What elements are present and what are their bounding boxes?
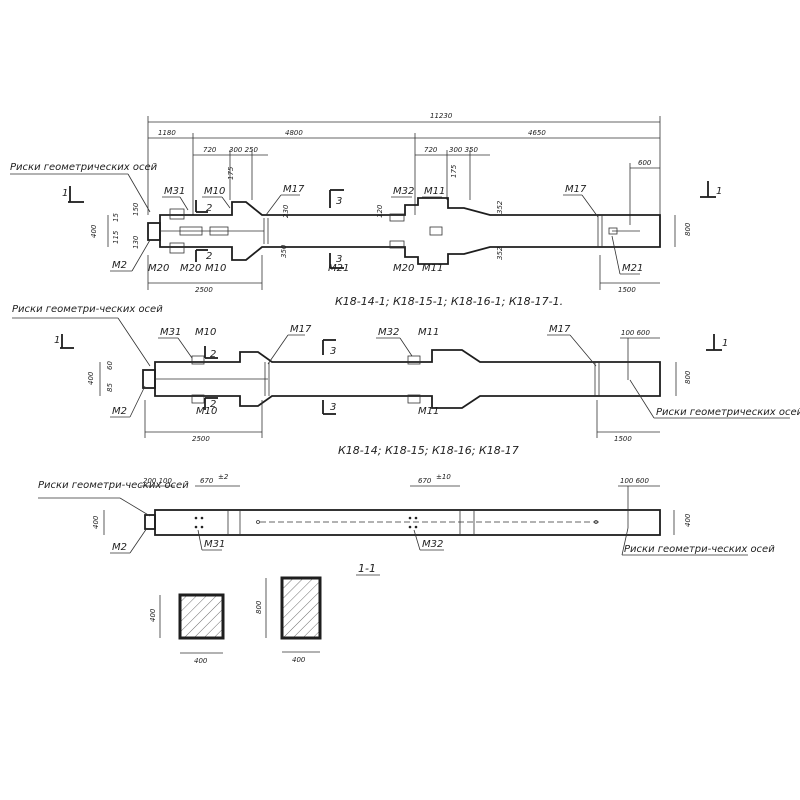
mark-m10-mid-b: М10 <box>196 406 217 417</box>
cut-2-top: 2 <box>206 203 212 214</box>
dim-800-a: 800 <box>684 222 692 236</box>
mark-m11-mid-b: М11 <box>418 406 439 417</box>
cut-3-top: 3 <box>336 196 342 207</box>
dim-175-a: 175 <box>227 166 235 180</box>
note-risk-bot-left: Риски геометри-ческих осей <box>38 480 189 491</box>
mark-m20-top-b: М20 <box>180 263 201 274</box>
mark-m11-mid: М11 <box>418 327 439 338</box>
sec1-width: 400 <box>194 657 208 665</box>
sec2-width: 400 <box>292 656 306 664</box>
dim-670-a: 670 <box>200 477 214 485</box>
dim-120: 120 <box>376 204 384 218</box>
dim-670-b-tol: ±10 <box>436 473 451 481</box>
mark-m2-bot: М2 <box>112 542 127 553</box>
dim-85: 85 <box>106 383 114 392</box>
note-risk-mid-left: Риски геометри-ческих осей <box>12 304 163 315</box>
note-risk-mid-right: Риски геометрических осей <box>656 407 800 418</box>
dim-600: 600 <box>638 159 652 167</box>
dim-175-b: 175 <box>450 164 458 178</box>
mark-m11-top-b: М11 <box>422 263 443 274</box>
dim-60: 60 <box>106 361 114 370</box>
mark-m32-bot: М32 <box>422 539 443 550</box>
dim-2500-a: 2500 <box>195 286 213 294</box>
cut-2-mid-bottom: 2 <box>210 399 216 410</box>
dim-300-250: 300 250 <box>229 146 258 154</box>
sec2-height: 800 <box>255 600 263 614</box>
mark-m20-top-a: М20 <box>148 263 169 274</box>
title-top: К18-14-1; К18-15-1; К18-16-1; К18-17-1. <box>335 295 563 308</box>
cut-1-mid-right: 1 <box>722 338 728 349</box>
dim-seg-mid: 4800 <box>285 129 303 137</box>
dim-100-600-b: 100 600 <box>620 477 649 485</box>
mark-m32-top: М32 <box>393 186 414 197</box>
sec1-height: 400 <box>149 608 157 622</box>
mark-m21-top-b: М21 <box>622 263 643 274</box>
section-title: 1-1 <box>358 562 376 575</box>
dim-seg-right: 4650 <box>528 129 546 137</box>
dim-350: 350 <box>280 244 288 258</box>
view-middle: 100 600 400 60 85 800 2500 1500 Риски ге… <box>12 304 800 457</box>
mark-m31-bot: М31 <box>204 539 225 550</box>
mark-m31-mid: М31 <box>160 327 181 338</box>
dim-670-b: 670 <box>418 477 432 485</box>
cut-2-bottom: 2 <box>206 251 212 262</box>
dim-400-d: 400 <box>684 513 692 527</box>
mark-m2-mid: М2 <box>112 406 127 417</box>
mark-m31-top: М31 <box>164 186 185 197</box>
mark-m20-top-c: М20 <box>393 263 414 274</box>
dim-352-a: 352 <box>496 200 504 214</box>
dim-200-100: 200 100 <box>143 477 172 485</box>
dim-150: 150 <box>132 202 140 216</box>
dim-seg-left: 1180 <box>158 129 176 137</box>
cut-2-mid-top: 2 <box>210 349 216 360</box>
mark-m10-top: М10 <box>204 186 225 197</box>
note-risk-bot-right: Риски геометри-ческих осей <box>624 544 775 555</box>
dim-400-c: 400 <box>92 515 100 529</box>
mark-m11-top: М11 <box>424 186 445 197</box>
dim-1500-b: 1500 <box>614 435 632 443</box>
mark-m10-top-b: М10 <box>205 263 226 274</box>
dim-1500-a: 1500 <box>618 286 636 294</box>
view-top: 11230 1180 4800 4650 720 300 250 720 300… <box>10 112 722 308</box>
dim-115: 115 <box>112 230 120 244</box>
mark-m2-top: М2 <box>112 260 127 271</box>
dim-400-b: 400 <box>87 371 95 385</box>
dim-2500-b: 2500 <box>192 435 210 443</box>
dim-overall: 11230 <box>430 112 453 120</box>
cut-1-left: 1 <box>62 188 68 199</box>
note-risk-top: Риски геометрических осей <box>10 162 158 173</box>
dim-15: 15 <box>112 213 120 222</box>
dim-230: 230 <box>282 204 290 218</box>
dim-400-a: 400 <box>90 224 98 238</box>
dim-720-a: 720 <box>203 146 217 154</box>
dim-300-350: 300 350 <box>449 146 478 154</box>
cut-1-right: 1 <box>716 186 722 197</box>
dim-670-a-tol: ±2 <box>218 473 229 481</box>
mark-m17-top-right: М17 <box>565 184 587 195</box>
section-1-1: 1-1 400 400 800 400 <box>149 562 380 665</box>
dim-352-b: 352 <box>496 246 504 260</box>
dim-720-b: 720 <box>424 146 438 154</box>
dim-100-600: 100 600 <box>621 329 650 337</box>
mark-m32-mid: М32 <box>378 327 399 338</box>
cut-3-mid-top: 3 <box>330 346 336 357</box>
cut-1-mid-left: 1 <box>54 335 60 346</box>
mark-m17-mid: М17 <box>290 324 312 335</box>
view-bottom: 100 600 200 100 670 ±2 670 ±10 400 400 Р… <box>38 473 775 556</box>
dim-800-b: 800 <box>684 370 692 384</box>
cut-3-bottom: 3 <box>336 254 342 265</box>
cut-3-mid-bottom: 3 <box>330 402 336 413</box>
mark-m10-mid: М10 <box>195 327 216 338</box>
title-mid: К18-14; К18-15; К18-16; К18-17 <box>338 444 519 457</box>
mark-m17-top: М17 <box>283 184 305 195</box>
dim-130: 130 <box>132 235 140 249</box>
mark-m17-mid-right: М17 <box>549 324 571 335</box>
